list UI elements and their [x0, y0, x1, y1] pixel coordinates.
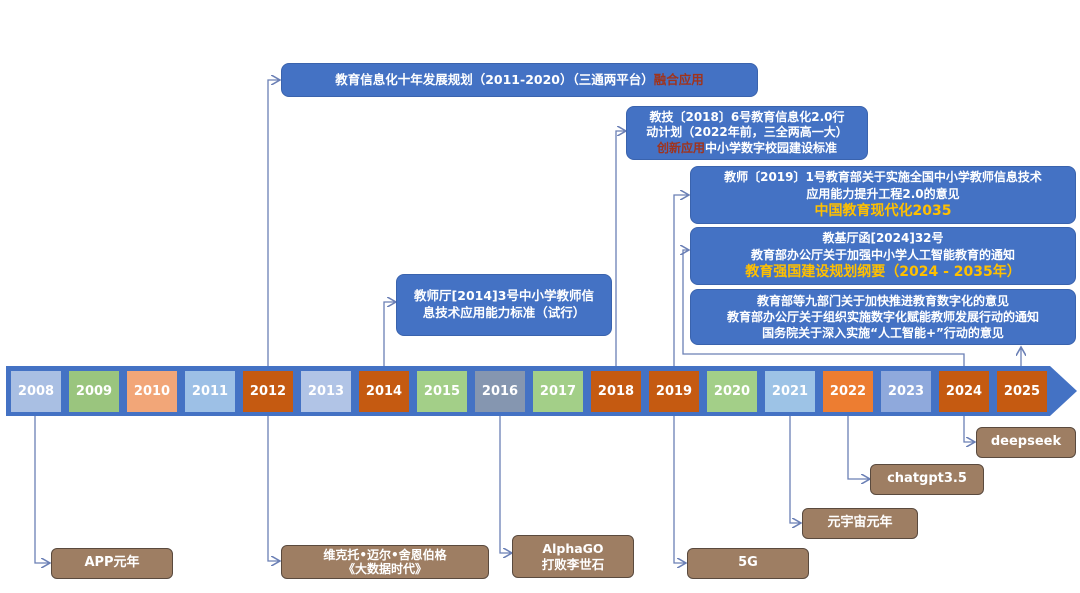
event-box-2019[interactable]: 5G — [687, 548, 809, 579]
year-2012[interactable]: 2012 — [243, 371, 293, 412]
year-2011[interactable]: 2011 — [185, 371, 235, 412]
year-2022[interactable]: 2022 — [823, 371, 873, 412]
policy-box-2018[interactable]: 教技〔2018〕6号教育信息化2.0行 动计划（2022年前，三全两高一大） 创… — [626, 106, 868, 160]
policy-box-2025[interactable]: 教育部等九部门关于加快推进教育数字化的意见 教育部办公厅关于组织实施数字化赋能教… — [690, 289, 1076, 345]
year-2010[interactable]: 2010 — [127, 371, 177, 412]
policy-2018-line1: 教技〔2018〕6号教育信息化2.0行 — [649, 109, 845, 124]
event-2024-text: deepseek — [990, 434, 1062, 450]
event-2021-text: 元宇宙元年 — [827, 515, 893, 531]
year-2018[interactable]: 2018 — [591, 371, 641, 412]
year-2015[interactable]: 2015 — [417, 371, 467, 412]
year-2024[interactable]: 2024 — [939, 371, 989, 412]
event-2012-line2: 《大数据时代》 — [342, 562, 427, 576]
year-2017[interactable]: 2017 — [533, 371, 583, 412]
year-2008[interactable]: 2008 — [11, 371, 61, 412]
policy-2025-line1: 教育部等九部门关于加快推进教育数字化的意见 — [756, 293, 1009, 308]
policy-2024-line2: 教育部办公厅关于加强中小学人工智能教育的通知 — [750, 247, 1015, 262]
year-2013[interactable]: 2013 — [301, 371, 351, 412]
policy-2025-line3: 国务院关于深入实施“人工智能+”行动的意见 — [762, 326, 1004, 341]
policy-2012-highlight: 融合应用 — [653, 71, 704, 87]
year-2016[interactable]: 2016 — [475, 371, 525, 412]
year-2019[interactable]: 2019 — [649, 371, 699, 412]
event-2019-text: 5G — [738, 555, 758, 571]
policy-2025-line2: 教育部办公厅关于组织实施数字化赋能教师发展行动的通知 — [726, 309, 1039, 324]
event-box-2016[interactable]: AlphaGO 打败李世石 — [512, 535, 634, 578]
policy-2018-line2: 动计划（2022年前，三全两高一大） — [646, 125, 848, 140]
year-2014[interactable]: 2014 — [359, 371, 409, 412]
event-box-2012[interactable]: 维克托•迈尔•舍恩伯格 《大数据时代》 — [281, 545, 489, 579]
event-box-2024[interactable]: deepseek — [976, 427, 1076, 458]
year-2009[interactable]: 2009 — [69, 371, 119, 412]
policy-box-2014[interactable]: 教师厅[2014]3号中小学教师信 息技术应用能力标准（试行） — [396, 274, 612, 336]
event-2016-line2: 打败李世石 — [541, 556, 605, 572]
event-box-2022[interactable]: chatgpt3.5 — [870, 464, 984, 495]
policy-box-2012[interactable]: 教育信息化十年发展规划（2011-2020）（三通两平台）融合应用 — [281, 63, 758, 97]
policy-2019-line1: 教师〔2019〕1号教育部关于实施全国中小学教师信息技术 — [724, 170, 1042, 185]
timeline-arrow-head — [1050, 366, 1077, 416]
policy-2019-line2: 应用能力提升工程2.0的意见 — [806, 186, 960, 201]
year-2025[interactable]: 2025 — [997, 371, 1047, 412]
policy-2012-text: 教育信息化十年发展规划（2011-2020）（三通两平台） — [335, 71, 654, 87]
event-2022-text: chatgpt3.5 — [887, 471, 967, 487]
year-2020[interactable]: 2020 — [707, 371, 757, 412]
year-2021[interactable]: 2021 — [765, 371, 815, 412]
policy-2014-line1: 教师厅[2014]3号中小学教师信 — [414, 288, 594, 304]
event-2016-line1: AlphaGO — [542, 540, 604, 556]
policy-box-2019[interactable]: 教师〔2019〕1号教育部关于实施全国中小学教师信息技术 应用能力提升工程2.0… — [690, 166, 1076, 224]
event-2008-text: APP元年 — [84, 555, 140, 571]
policy-2024-line1: 教基厅函[2024]32号 — [822, 231, 944, 246]
policy-2018-highlight: 创新应用 — [656, 140, 705, 155]
event-box-2021[interactable]: 元宇宙元年 — [802, 508, 918, 539]
event-2012-line1: 维克托•迈尔•舍恩伯格 — [323, 547, 447, 562]
policy-2019-gold: 中国教育现代化2035 — [814, 202, 952, 219]
timeline-bar — [6, 366, 1050, 416]
policy-2014-line2: 息技术应用能力标准（试行） — [422, 305, 586, 320]
year-2023[interactable]: 2023 — [881, 371, 931, 412]
policy-box-2024[interactable]: 教基厅函[2024]32号 教育部办公厅关于加强中小学人工智能教育的通知 教育强… — [690, 227, 1076, 285]
event-box-2008[interactable]: APP元年 — [51, 548, 173, 579]
policy-2024-gold: 教育强国建设规划纲要（2024 - 2035年） — [745, 263, 1021, 280]
policy-2018-line3: 中小学数字校园建设标准 — [705, 140, 838, 155]
